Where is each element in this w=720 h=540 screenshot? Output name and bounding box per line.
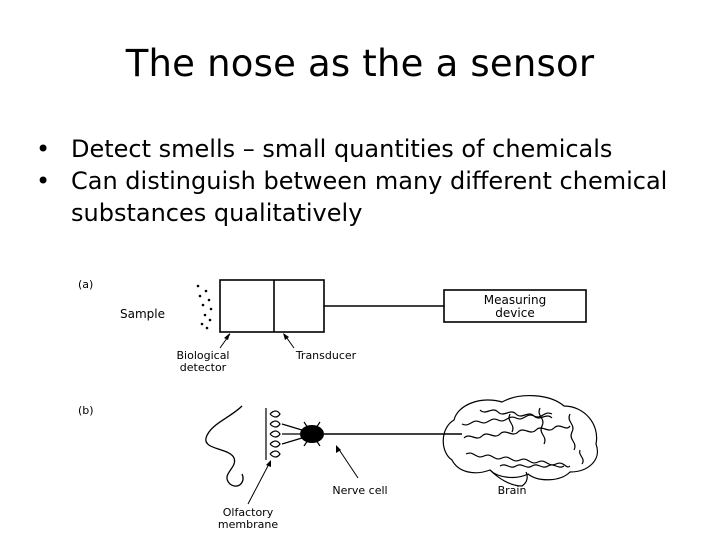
panel-a-tag: (a)	[78, 278, 93, 291]
brain-icon	[442, 395, 598, 487]
olfactory-membrane-curve	[205, 405, 244, 487]
nerve-cell-arrowhead	[336, 445, 341, 453]
membrane-arrowhead	[266, 460, 271, 467]
bullet-item: • Can distinguish between many different…	[36, 165, 696, 229]
slide-title: The nose as the a sensor	[125, 42, 595, 85]
bullet-text: Detect smells – small quantities of chem…	[71, 135, 613, 163]
bullet-list: • Detect smells – small quantities of ch…	[36, 133, 696, 229]
detector-transducer-box	[219, 279, 325, 333]
sample-dots-icon	[196, 284, 213, 330]
biological-detector-label-2: detector	[180, 361, 227, 374]
biosensor-diagram: (a) Sample Measuring device Biolo	[78, 278, 598, 531]
receptor-coils-icon	[265, 408, 281, 460]
bullet-text: Can distinguish between many different c…	[71, 167, 668, 227]
nerve-cell-label: Nerve cell	[332, 484, 387, 497]
measuring-device-box	[443, 289, 587, 323]
sample-label: Sample	[120, 307, 165, 321]
nerve-cell-arrow	[337, 447, 359, 479]
transducer-arrowhead	[283, 333, 289, 340]
bullet-icon: •	[36, 167, 51, 195]
bullet-icon: •	[36, 135, 51, 163]
membrane-arrow	[247, 461, 271, 505]
measuring-label-1: Measuring	[484, 293, 546, 307]
nerve-cell-body-icon	[300, 425, 324, 443]
olfactory-label-1: Olfactory	[223, 506, 274, 519]
bullet-item: • Detect smells – small quantities of ch…	[36, 133, 696, 165]
measuring-label-2: device	[495, 306, 534, 320]
panel-b-tag: (b)	[78, 404, 94, 417]
brain-label: Brain	[498, 484, 527, 497]
detector-arrowhead	[224, 333, 230, 340]
biological-detector-label-1: Biological	[176, 349, 229, 362]
olfactory-label-2: membrane	[218, 518, 278, 531]
transducer-label: Transducer	[295, 349, 357, 362]
